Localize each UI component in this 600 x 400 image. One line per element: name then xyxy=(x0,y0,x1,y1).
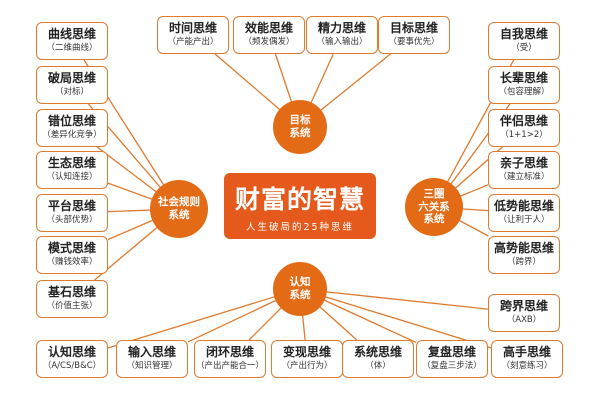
node-closed-loop-thinking: 闭环思维（产出产能合一） xyxy=(194,340,266,378)
node-platform-thinking: 平台思维（头部优势） xyxy=(36,194,108,232)
node-cornerstone-thinking: 基石思维（价值主张） xyxy=(36,280,108,318)
connector-X0 xyxy=(299,288,489,310)
node-energy-thinking: 精力思维（输入输出） xyxy=(306,16,378,54)
node-partner-thinking: 伴侣思维（1+1>2） xyxy=(488,109,560,147)
node-master-thinking: 高手思维（刻意练习） xyxy=(491,340,563,378)
node-monetization-thinking: 变现思维（产出行为） xyxy=(271,340,343,378)
node-input-thinking: 输入思维（知识管理） xyxy=(116,340,188,378)
node-parenting-thinking: 亲子思维（建立标准） xyxy=(488,151,560,189)
node-goal-thinking: 目标思维（要事优先） xyxy=(378,16,450,54)
node-cognition-thinking: 认知思维（A/CS/B&C） xyxy=(36,340,108,378)
node-model-thinking: 模式思维（赚钱效率） xyxy=(36,236,108,274)
node-system-thinking: 系统思维（体） xyxy=(342,340,414,378)
central-subtitle: 人生破局的25种思维 xyxy=(245,221,355,233)
node-time-thinking: 时间思维（产能产出） xyxy=(157,16,229,54)
hub-social-rules-system: 社会规则系统 xyxy=(150,180,208,238)
node-elder-thinking: 长辈思维（包容理解） xyxy=(488,66,560,104)
hub-goal-system: 目标系统 xyxy=(273,100,327,154)
central-title: 财富的智慧 xyxy=(234,184,365,214)
node-low-potential-thinking: 低势能思维（让利于人） xyxy=(488,194,560,232)
hub-three-circles-system: 三圈六关系系统 xyxy=(405,178,463,236)
node-crossover-thinking: 跨界思维（AXB） xyxy=(488,294,560,332)
node-self-thinking: 自我思维（受） xyxy=(488,22,560,60)
node-curve-thinking: 曲线思维（二维曲线） xyxy=(36,22,108,60)
node-high-potential-thinking: 高势能思维（跨界） xyxy=(488,236,560,274)
node-offset-thinking: 错位思维（差异化竞争） xyxy=(36,109,108,147)
node-breakthrough-thinking: 破局思维（对标） xyxy=(36,66,108,104)
node-efficiency-thinking: 效能思维（频发偶发） xyxy=(233,16,305,54)
node-ecology-thinking: 生态思维（认知连接） xyxy=(36,151,108,189)
node-review-thinking: 复盘思维（复盘三步法） xyxy=(416,340,488,378)
hub-cognition-system: 认知系统 xyxy=(273,262,327,316)
central-topic: 财富的智慧 人生破局的25种思维 xyxy=(224,173,376,239)
